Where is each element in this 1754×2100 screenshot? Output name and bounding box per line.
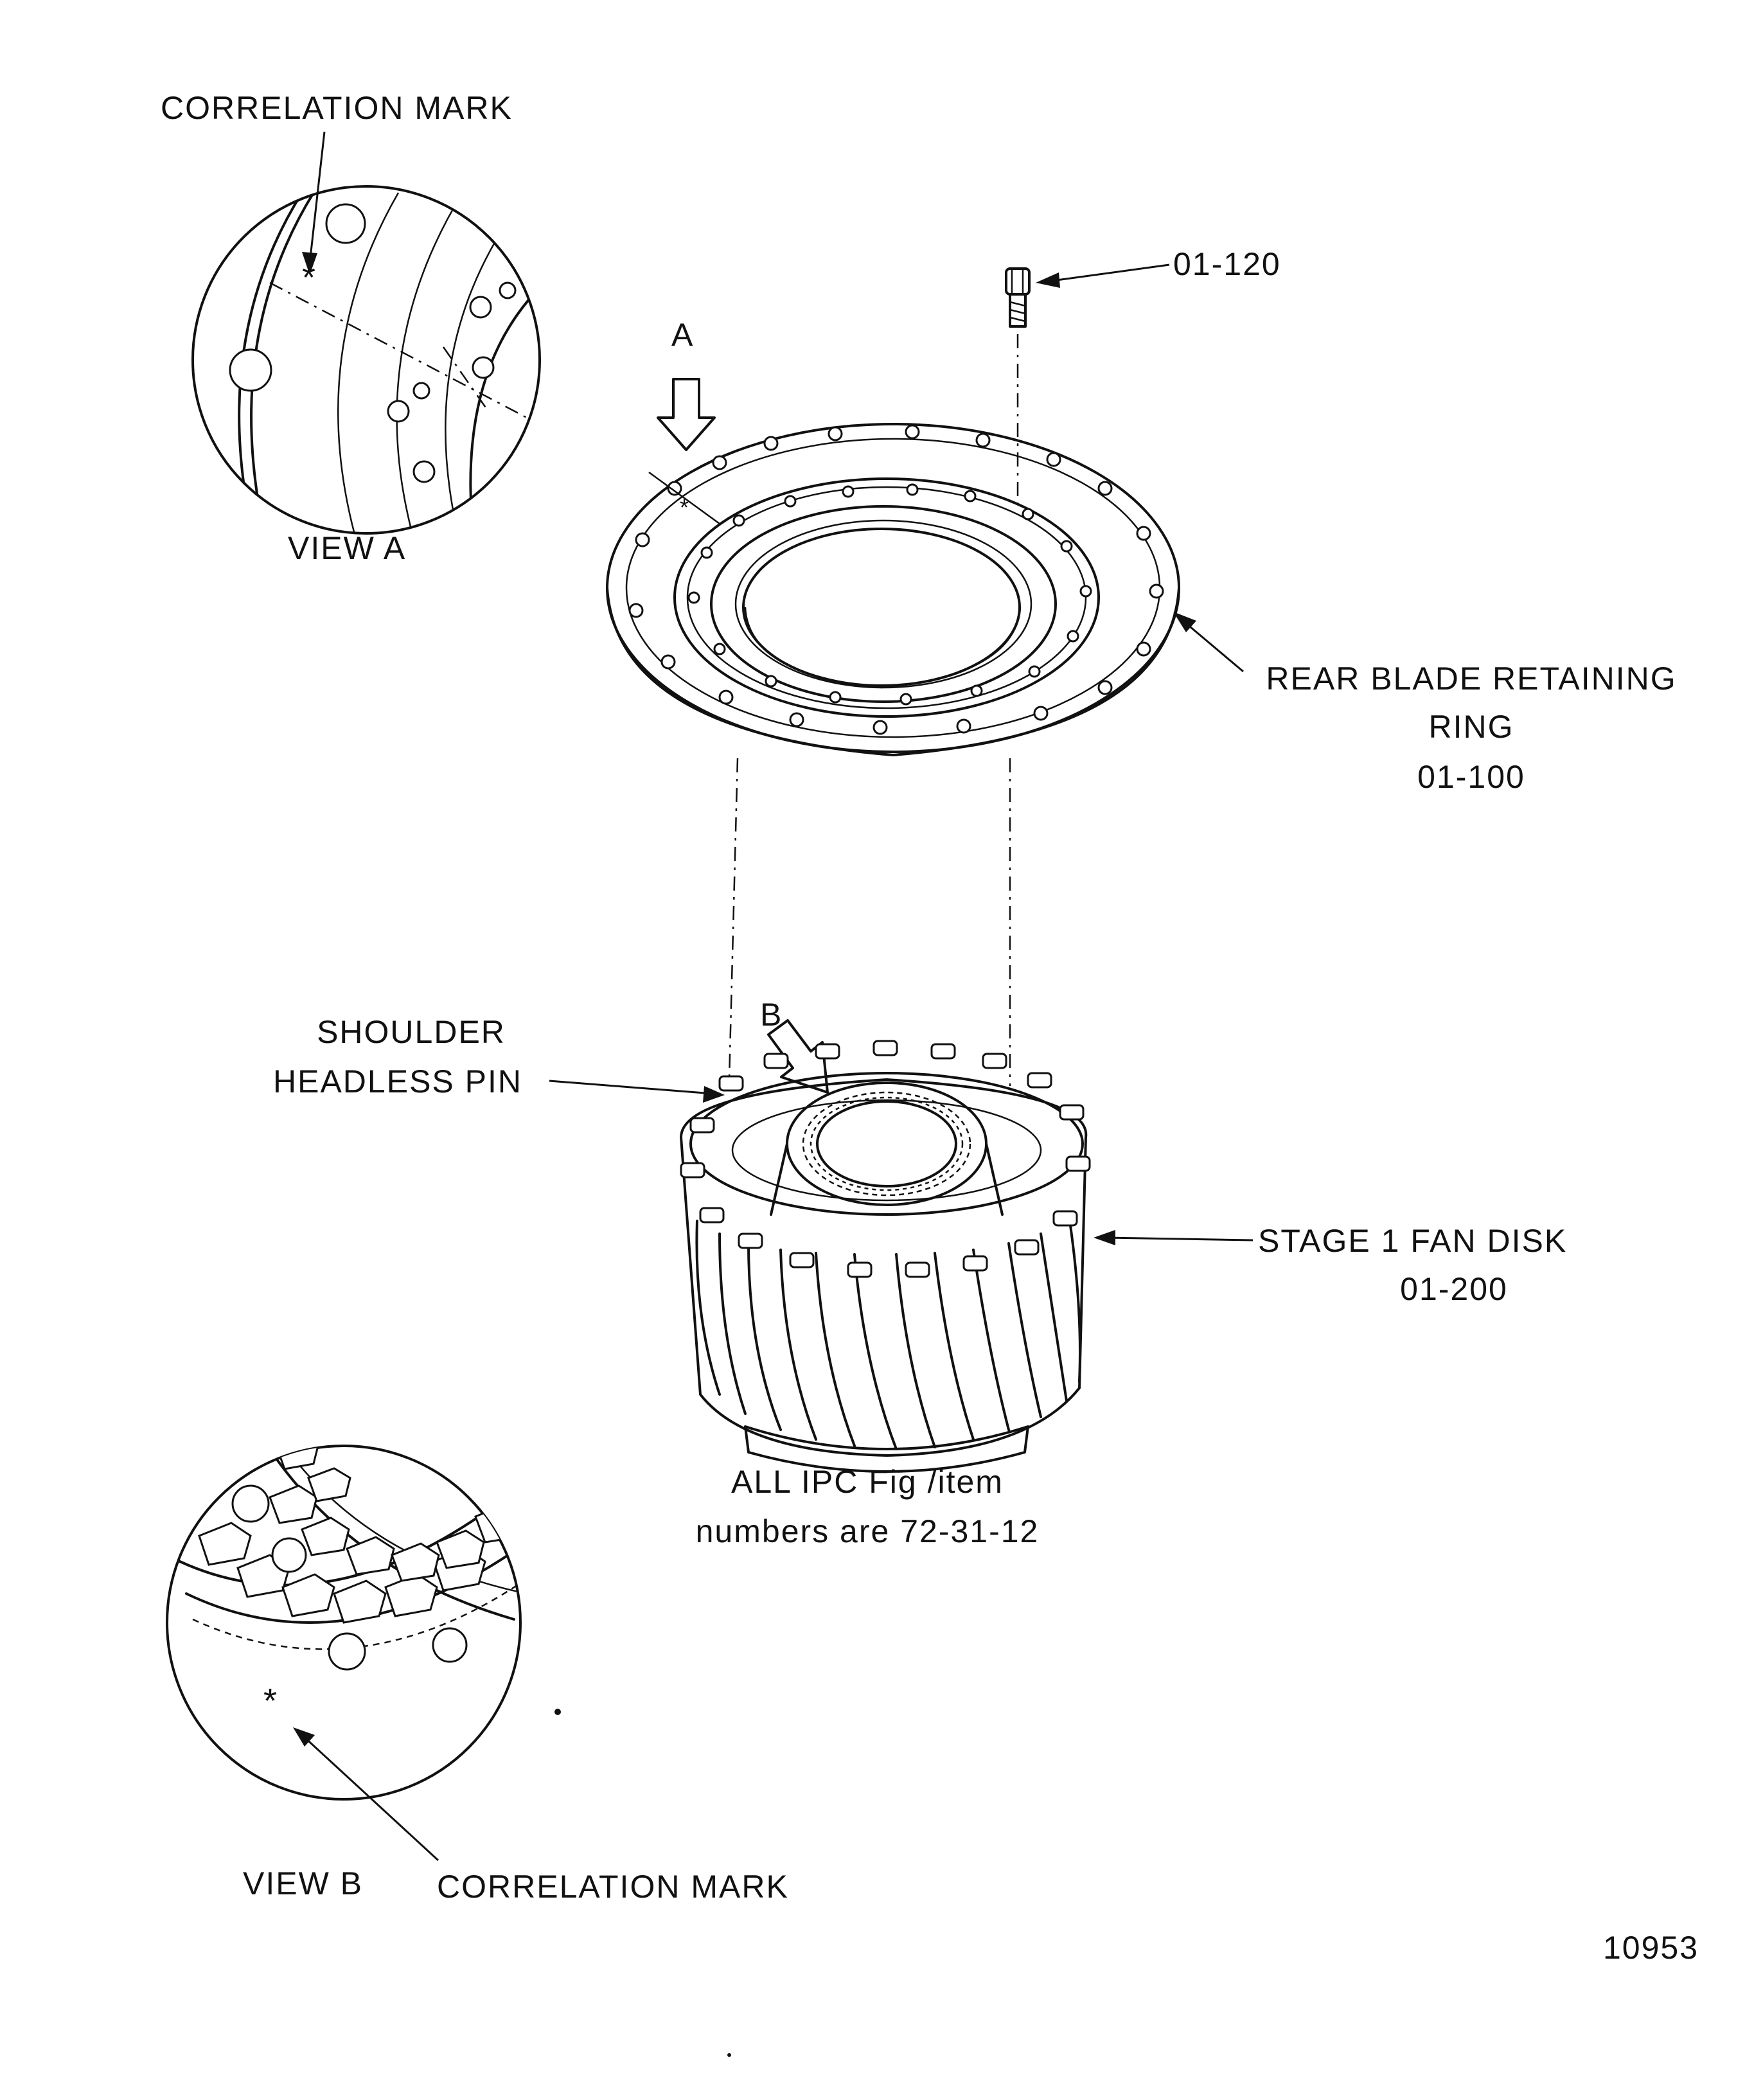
ring-name-line2: RING: [1428, 709, 1514, 745]
pin-name-line1: SHOULDER: [317, 1014, 506, 1050]
retaining-ring-icon: *: [606, 423, 1244, 756]
arrow-a-label: A: [671, 317, 695, 353]
pin-name-line2: HEADLESS PIN: [273, 1063, 523, 1099]
bolt-part-number: 01-120: [1173, 246, 1281, 282]
view-a-detail-icon: *: [191, 131, 541, 535]
correlation-mark-symbol-ring: *: [680, 494, 689, 521]
ipc-note-line2: numbers are 72-31-12: [695, 1513, 1040, 1549]
view-b-label: VIEW B: [243, 1865, 364, 1901]
bolt-icon: [1005, 263, 1170, 508]
arrow-a-icon: [657, 378, 716, 451]
ring-name-line1: REAR BLADE RETAINING: [1266, 661, 1677, 697]
figure-number: 10953: [1603, 1930, 1699, 1966]
fan-disk-icon: [549, 1040, 1253, 1473]
view-a-label: VIEW A: [288, 530, 407, 566]
correlation-mark-symbol-b: *: [263, 1682, 277, 1720]
disk-part-number: 01-200: [1400, 1271, 1508, 1307]
view-b-detail-icon: *: [166, 1445, 522, 1862]
ring-part-number: 01-100: [1417, 759, 1525, 795]
correlation-mark-label-top: CORRELATION MARK: [161, 90, 513, 126]
arrow-b-label: B: [760, 997, 783, 1033]
arrow-b-icon: [767, 1019, 829, 1094]
disk-name: STAGE 1 FAN DISK: [1258, 1223, 1568, 1259]
ipc-note-line1: ALL IPC Fig /item: [731, 1464, 1004, 1500]
correlation-mark-label-bottom: CORRELATION MARK: [437, 1869, 789, 1905]
